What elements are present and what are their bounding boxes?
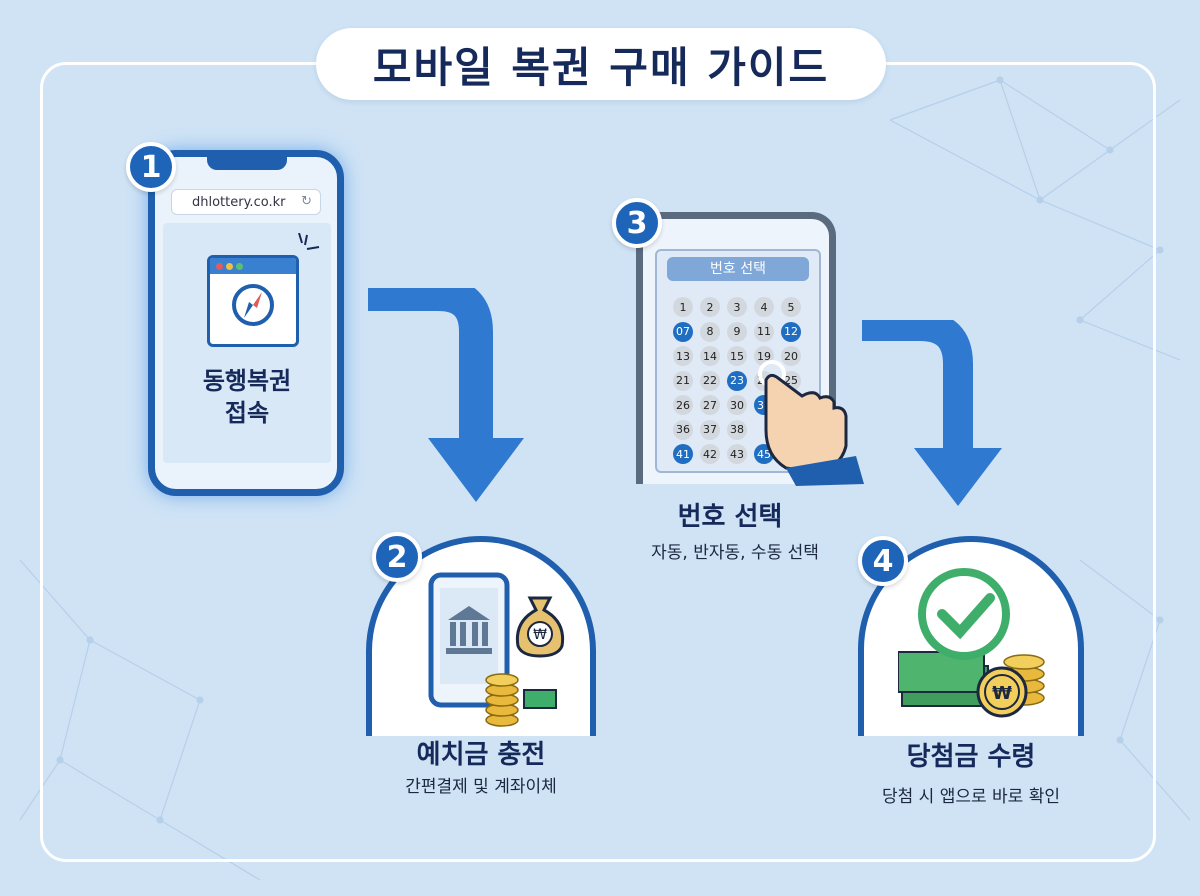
number-ball[interactable]: 9 <box>727 321 747 342</box>
step1-phone: dhlottery.co.kr ↻ 동행복권 접속 <box>148 150 344 496</box>
number-ball[interactable]: 3 <box>727 297 747 317</box>
step3-subtitle: 자동, 반자동, 수동 선택 <box>651 543 819 563</box>
url-text: dhlottery.co.kr <box>192 194 286 210</box>
money-bag-icon: ₩ <box>515 596 565 658</box>
browser-icon <box>207 255 299 347</box>
phone-notch <box>207 156 287 170</box>
number-ball[interactable]: 30 <box>727 395 747 415</box>
click-spark-icon <box>298 233 320 250</box>
number-ball[interactable]: 22 <box>700 370 720 391</box>
page-title: 모바일 복권 구매 가이드 <box>372 42 830 92</box>
number-ball[interactable]: 43 <box>727 444 747 464</box>
step1-badge: 1 <box>126 142 176 192</box>
number-ball[interactable]: 1 <box>673 297 693 317</box>
number-ball[interactable]: 26 <box>673 395 693 415</box>
flow-arrow-1 <box>368 288 524 502</box>
number-ball[interactable]: 4 <box>754 297 774 317</box>
number-ball[interactable]: 20 <box>781 346 801 366</box>
step4-title: 당첨금 수령 <box>906 742 1036 772</box>
number-ball[interactable]: 21 <box>673 370 693 391</box>
number-ball[interactable]: 14 <box>700 346 720 366</box>
currency-symbol: ₩ <box>533 627 547 643</box>
title-banner: 모바일 복권 구매 가이드 <box>316 28 886 100</box>
check-money-icon: ₩ <box>898 568 1045 718</box>
number-ball[interactable]: 5 <box>781 297 801 317</box>
currency-symbol: ₩ <box>992 683 1012 704</box>
refresh-icon: ↻ <box>301 194 312 209</box>
step3-title: 번호 선택 <box>677 502 783 532</box>
step2-subtitle: 간편결제 및 계좌이체 <box>405 777 557 797</box>
number-ball[interactable]: 15 <box>727 346 747 366</box>
number-ball[interactable]: 07 <box>673 321 693 342</box>
number-ball[interactable]: 37 <box>700 419 720 440</box>
number-ball[interactable]: 12 <box>781 321 801 342</box>
compass-icon <box>232 284 274 326</box>
number-ball[interactable]: 41 <box>673 444 693 464</box>
phone-screen: 동행복권 접속 <box>163 223 331 463</box>
number-ball[interactable]: 11 <box>754 321 774 342</box>
number-ball[interactable]: 42 <box>700 444 720 464</box>
step2-title: 예치금 충전 <box>416 740 546 770</box>
pointing-hand-icon <box>758 360 864 486</box>
bank-phone-icon <box>428 572 510 708</box>
screen-header: 번호 선택 <box>667 257 809 281</box>
number-ball[interactable]: 36 <box>673 419 693 440</box>
step1-title: 동행복권 접속 <box>202 367 292 427</box>
flow-arrow-2 <box>862 320 1002 506</box>
coin-stack-icon <box>485 673 557 727</box>
url-bar: dhlottery.co.kr ↻ <box>171 189 321 215</box>
number-ball[interactable]: 38 <box>727 419 747 440</box>
step2-badge: 2 <box>372 532 422 582</box>
step2-icon-circle: ₩ <box>366 536 596 736</box>
number-ball[interactable]: 23 <box>727 370 747 391</box>
number-ball[interactable]: 8 <box>700 321 720 342</box>
step3-badge: 3 <box>612 198 662 248</box>
step4-subtitle: 당첨 시 앱으로 바로 확인 <box>881 787 1060 807</box>
number-ball[interactable]: 27 <box>700 395 720 415</box>
step4-badge: 4 <box>858 536 908 586</box>
number-ball[interactable]: 2 <box>700 297 720 317</box>
number-ball[interactable]: 13 <box>673 346 693 366</box>
